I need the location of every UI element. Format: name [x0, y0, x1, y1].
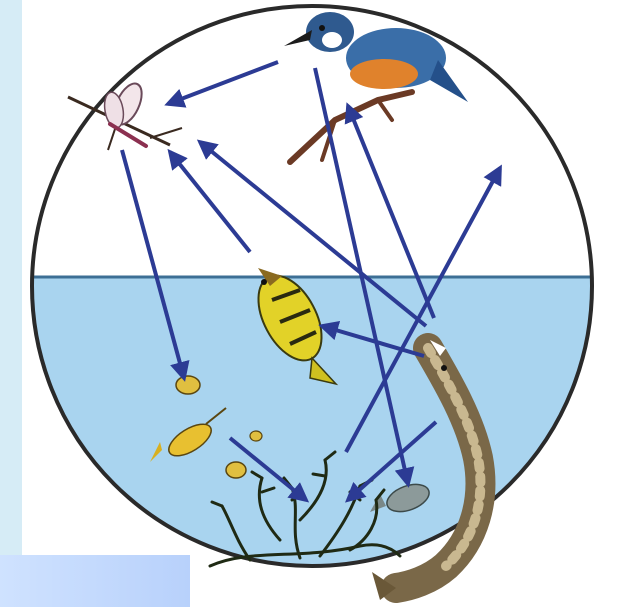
bottom-panel	[0, 555, 190, 607]
